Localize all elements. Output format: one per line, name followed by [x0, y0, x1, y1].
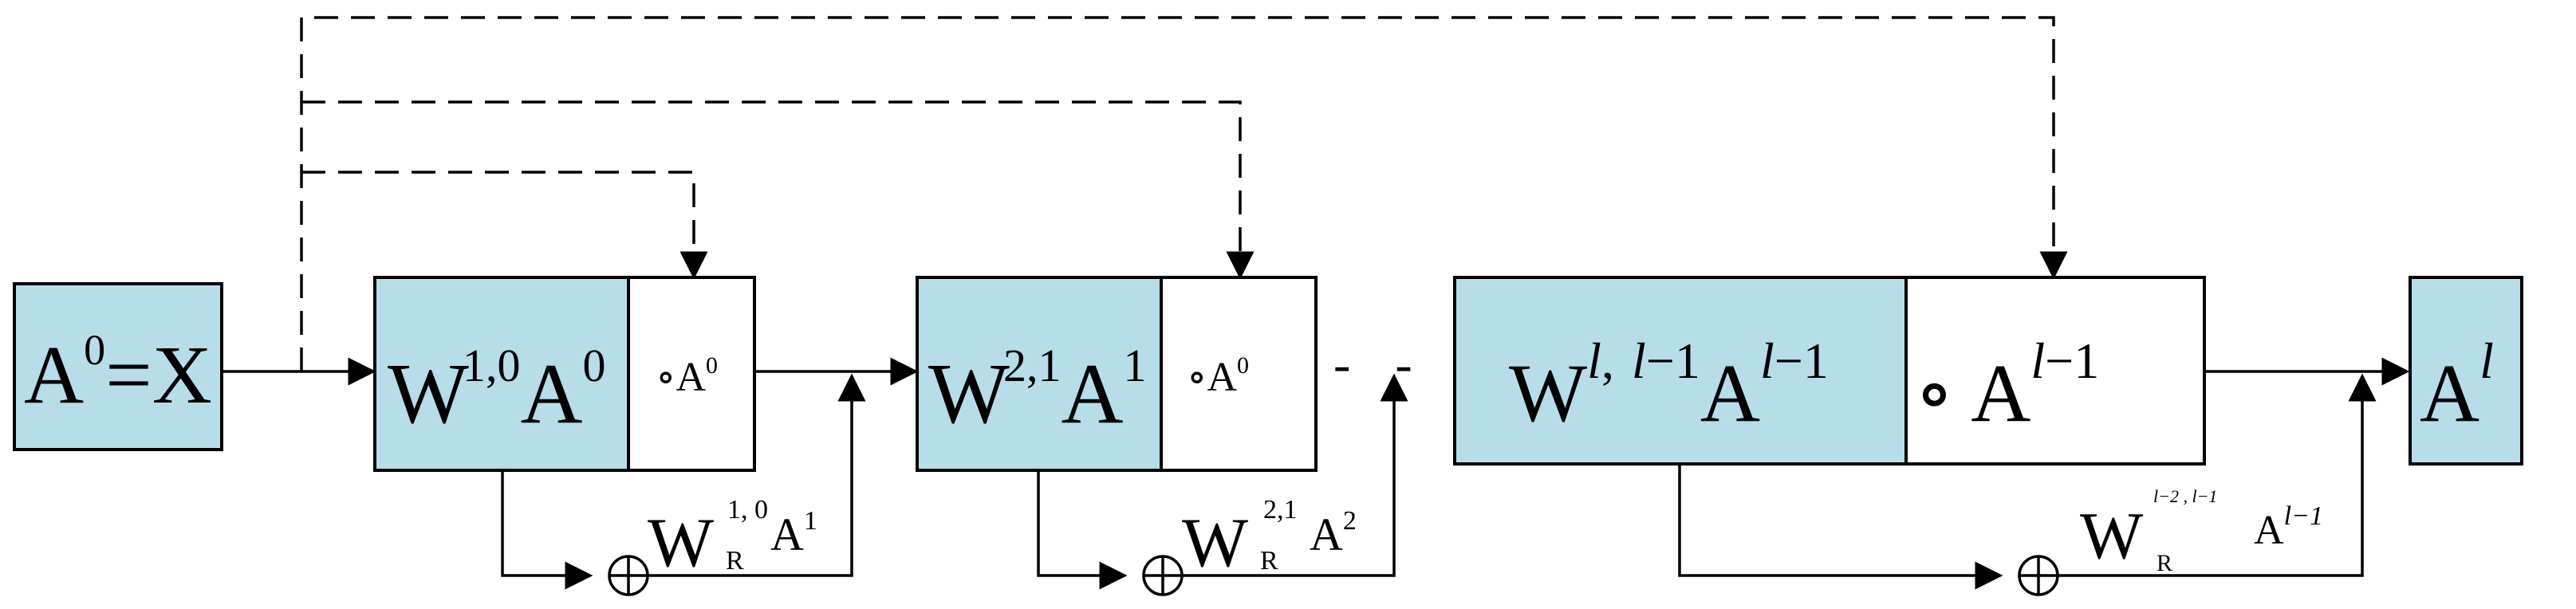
block-1-w-sup: 1,0	[463, 340, 521, 391]
block-l-hadamard-sup-minus: −1	[2045, 332, 2099, 389]
skip-connection-to-block-2	[301, 100, 1242, 271]
svg-text:Al: Al	[2420, 332, 2494, 439]
svg-text:∘A0: ∘A0	[1187, 352, 1249, 400]
block-l-weight-cell	[1453, 276, 1908, 466]
residual-l-in-line	[1678, 464, 2003, 590]
svg-text:W: W	[2080, 499, 2144, 573]
residual-l-a-sup: l−1	[2284, 501, 2323, 531]
input-node-box	[13, 282, 223, 451]
skip-connection-to-block-l	[300, 16, 2055, 371]
residual-1-out-line	[648, 373, 866, 577]
block-1-a: A	[520, 347, 582, 442]
input-node-rest: =X	[105, 329, 212, 421]
residual-2-a: A	[1310, 509, 1343, 560]
block-l-w: W	[1509, 348, 1587, 439]
svg-text:Al−1: Al−1	[2254, 501, 2323, 553]
svg-text:∘A0: ∘A0	[656, 352, 718, 400]
residual-l-sub: R	[2157, 550, 2172, 576]
block-2-w-sup: 2,1	[1003, 340, 1062, 391]
block-2-hadamard-sup: 0	[1237, 352, 1249, 379]
block-1-hadamard-sup: 0	[706, 352, 718, 379]
residual-l-out-line	[2058, 373, 2377, 577]
residual-1-sup: 1, 0	[727, 495, 768, 525]
block-l-hadamard: ∘ A	[1914, 348, 2030, 439]
svg-text:W: W	[1182, 505, 1248, 582]
block-1-a-sup: 0	[582, 340, 605, 391]
block-l-a-sup-l: l	[1760, 332, 1774, 389]
residual-1-sub: R	[726, 546, 744, 576]
residual-2-a-sup: 2	[1343, 506, 1357, 536]
svg-text:W1,0A0: W1,0A0	[388, 340, 605, 442]
residual-1-a: A	[770, 509, 804, 560]
svg-text:W2,1A1: W2,1A1	[928, 340, 1146, 442]
residual-l-sup: l−2 , l−1	[2153, 486, 2217, 506]
residual-2-out-line	[1182, 373, 1408, 577]
skip-connections	[300, 16, 2068, 371]
residual-1-w: W	[648, 505, 714, 582]
block-2-a-sup: 1	[1123, 340, 1146, 391]
residual-2-sub: R	[1260, 546, 1278, 576]
residual-2-w: W	[1182, 505, 1248, 582]
block-l-a-sup-minus: −1	[1774, 332, 1829, 389]
block-l-hadamard-sup-l: l	[2030, 332, 2045, 389]
block-l-a: A	[1700, 348, 1760, 439]
input-node-sup: 0	[84, 326, 105, 374]
input-node: A0=X	[13, 282, 223, 451]
skip-connection-to-block-1	[301, 171, 695, 271]
block-2-weight-cell	[916, 276, 1163, 472]
svg-text:∘ Al−1: ∘ Al−1	[1914, 332, 2099, 439]
residual-path-1: W 1, 0 R A1	[501, 373, 866, 596]
block-l-hadamard-cell	[1904, 276, 2206, 466]
input-node-base: A	[24, 329, 84, 421]
block-1: W1,0A0 ∘A0	[373, 276, 756, 472]
block-2-a: A	[1061, 347, 1123, 442]
block-1-hadamard-cell	[627, 276, 756, 472]
residual-1-a-sup: 1	[804, 506, 817, 536]
svg-text:Wl,l−1Al−1: Wl,l−1Al−1	[1509, 332, 1829, 439]
block-1-hadamard: ∘A	[656, 355, 706, 400]
block-2-hadamard: ∘A	[1187, 355, 1237, 400]
block-2-w: W	[928, 347, 1010, 442]
svg-text:A1: A1	[770, 506, 817, 560]
residual-l-a: A	[2254, 508, 2284, 553]
block-l-w-sup-minus: −1	[1646, 332, 1700, 389]
block-l-w-sup-sep: ,	[1601, 332, 1614, 389]
residual-2-in-line	[1037, 470, 1128, 590]
output-node-sup: l	[2479, 332, 2494, 389]
block-2-hadamard-cell	[1160, 276, 1318, 472]
svg-text:W: W	[648, 505, 714, 582]
residual-l-w: W	[2080, 499, 2144, 573]
block-l: Wl,l−1Al−1 ∘ Al−1	[1453, 276, 2206, 466]
block-l-w-sup-l: l	[1587, 332, 1601, 389]
residual-1-in-line	[501, 470, 593, 590]
residual-path-l: W l−2 , l−1 R Al−1	[1678, 373, 2377, 596]
svg-text:A2: A2	[1310, 506, 1357, 560]
residual-2-sup: 2,1	[1263, 495, 1298, 525]
svg-text:A0=X: A0=X	[24, 326, 212, 421]
block-l-w-sup-l2: l	[1632, 332, 1646, 389]
output-node: Al	[2409, 276, 2523, 466]
residual-path-2: W 2,1 R A2	[1037, 373, 1408, 596]
output-node-base: A	[2420, 348, 2479, 439]
block-1-w: W	[388, 347, 469, 442]
output-node-box	[2409, 276, 2523, 466]
block-2: W2,1A1 ∘A0	[916, 276, 1318, 472]
